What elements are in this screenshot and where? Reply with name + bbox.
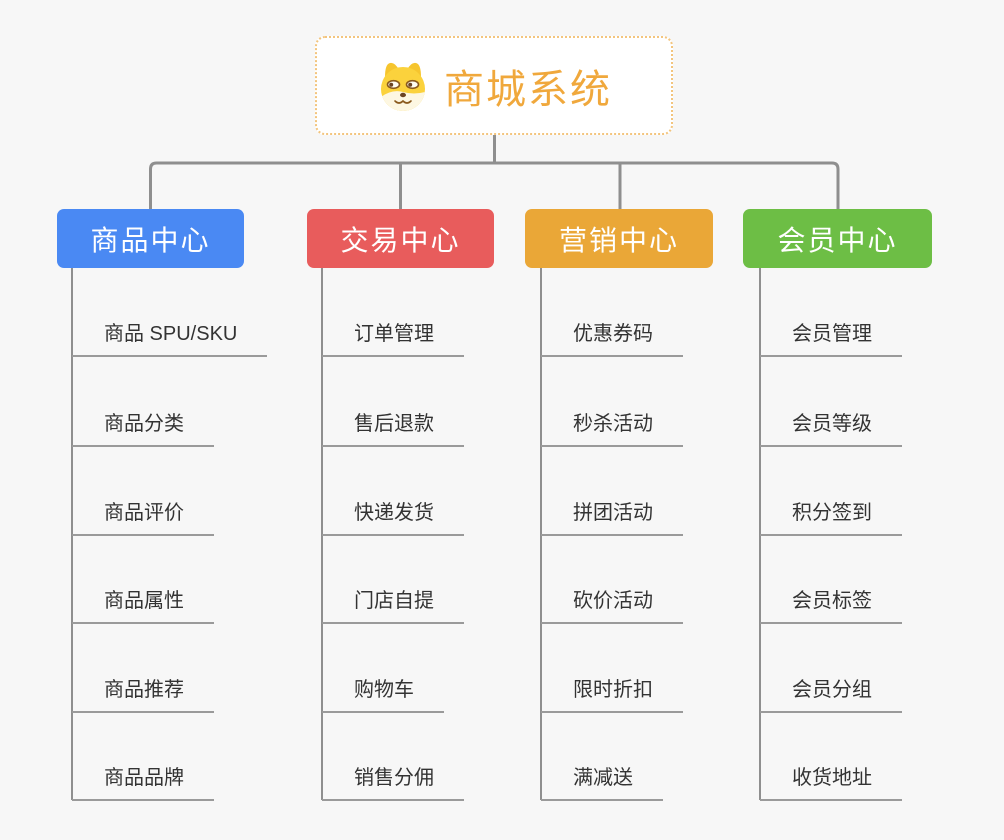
leaf-node[interactable]: 销售分佣 xyxy=(322,765,464,801)
leaf-node[interactable]: 订单管理 xyxy=(322,321,464,357)
root-title: 商城系统 xyxy=(444,67,612,112)
leaf-node[interactable]: 收货地址 xyxy=(760,765,902,801)
leaf-node[interactable]: 商品分类 xyxy=(72,411,214,447)
leaf-node[interactable]: 商品评价 xyxy=(72,500,214,536)
doge-icon xyxy=(381,62,425,111)
leaf-node[interactable]: 满减送 xyxy=(541,765,663,801)
branch-node-product-center[interactable]: 商品中心 xyxy=(57,209,244,268)
leaf-node[interactable]: 秒杀活动 xyxy=(541,411,683,447)
branch-node-marketing-center[interactable]: 营销中心 xyxy=(525,209,713,268)
branch-node-member-center[interactable]: 会员中心 xyxy=(743,209,932,268)
branch-children-member-center: 会员管理 会员等级 积分签到 会员标签 会员分组 收货地址 xyxy=(759,268,902,801)
leaf-node[interactable]: 拼团活动 xyxy=(541,500,683,536)
leaf-node[interactable]: 商品品牌 xyxy=(72,765,214,801)
leaf-node[interactable]: 商品属性 xyxy=(72,588,214,624)
leaf-node[interactable]: 会员等级 xyxy=(760,411,902,447)
branch-node-trade-center[interactable]: 交易中心 xyxy=(307,209,494,268)
root-node[interactable]: 商城系统 xyxy=(315,36,673,135)
branch-children-trade-center: 订单管理 售后退款 快递发货 门店自提 购物车 销售分佣 xyxy=(321,268,464,801)
branch-children-product-center: 商品 SPU/SKU 商品分类 商品评价 商品属性 商品推荐 商品品牌 xyxy=(71,268,268,801)
leaf-node[interactable]: 会员分组 xyxy=(760,677,902,713)
leaf-node[interactable]: 快递发货 xyxy=(322,500,464,536)
leaf-node[interactable]: 积分签到 xyxy=(760,500,902,536)
leaf-node[interactable]: 限时折扣 xyxy=(541,677,683,713)
leaf-node[interactable]: 售后退款 xyxy=(322,411,464,447)
branch-children-marketing-center: 优惠券码 秒杀活动 拼团活动 砍价活动 限时折扣 满减送 xyxy=(540,268,683,801)
leaf-node[interactable]: 商品 SPU/SKU xyxy=(72,321,268,357)
leaf-node[interactable]: 会员管理 xyxy=(760,321,902,357)
leaf-node[interactable]: 商品推荐 xyxy=(72,677,214,713)
leaf-node[interactable]: 购物车 xyxy=(322,677,444,713)
leaf-node[interactable]: 优惠券码 xyxy=(541,321,683,357)
leaf-node[interactable]: 会员标签 xyxy=(760,588,902,624)
leaf-node[interactable]: 砍价活动 xyxy=(541,588,683,624)
leaf-node[interactable]: 门店自提 xyxy=(322,588,464,624)
